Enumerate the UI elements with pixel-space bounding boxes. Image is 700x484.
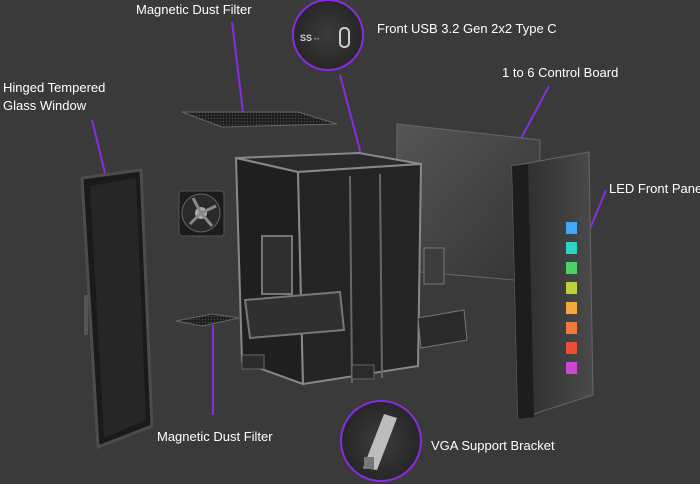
leader-usb-c xyxy=(339,74,363,159)
case-fan xyxy=(178,190,225,237)
callout-dust-filter-top: Magnetic Dust Filter xyxy=(136,2,252,17)
control-board xyxy=(423,247,445,285)
usb-c-port-icon xyxy=(339,27,350,48)
tempered-glass-window xyxy=(80,168,154,450)
rgb-light-bar xyxy=(566,342,577,354)
usb-inset-circle: SS⇔ xyxy=(292,0,364,71)
leader-dust-filter-top xyxy=(231,21,244,113)
chassis-frame xyxy=(234,151,423,386)
usb-ss-logo-icon: SS⇔ xyxy=(300,33,321,43)
callout-glass-line1: Hinged Tempered xyxy=(3,80,106,95)
callout-led-panel: LED Front Panel xyxy=(609,181,700,196)
callout-control-board: 1 to 6 Control Board xyxy=(502,65,619,80)
callout-dust-filter-bottom: Magnetic Dust Filter xyxy=(157,429,273,444)
rgb-light-bar xyxy=(566,362,577,374)
chassis-foot-right xyxy=(351,364,375,380)
led-front-panel xyxy=(511,151,594,420)
drive-bracket xyxy=(417,309,468,349)
rgb-light-bar xyxy=(566,242,577,254)
chassis-foot-left xyxy=(241,354,265,370)
rgb-light-bar xyxy=(566,282,577,294)
callout-usb-c: Front USB 3.2 Gen 2x2 Type C xyxy=(377,21,557,36)
rgb-light-strip xyxy=(566,222,577,374)
rgb-light-bar xyxy=(566,262,577,274)
rgb-light-bar xyxy=(566,322,577,334)
callout-vga-bracket: VGA Support Bracket xyxy=(431,438,555,453)
bottom-dust-filter xyxy=(175,313,240,327)
rgb-light-bar xyxy=(566,222,577,234)
callout-glass-line2: Glass Window xyxy=(3,98,87,113)
rgb-light-bar xyxy=(566,302,577,314)
top-dust-filter xyxy=(181,111,338,128)
vga-inset-circle xyxy=(340,400,422,482)
